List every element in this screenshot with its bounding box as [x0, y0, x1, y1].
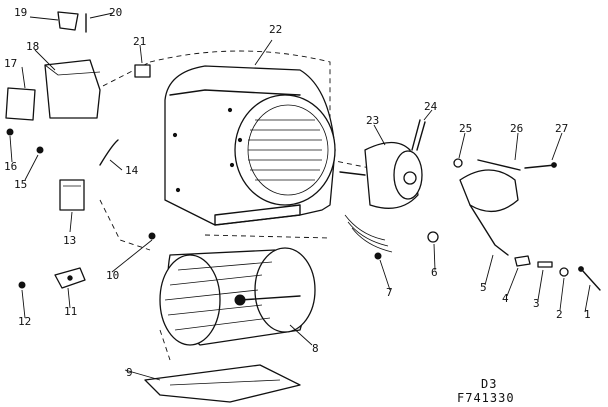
- part-label-4: 4: [502, 292, 509, 305]
- assembly-outline: [94, 50, 406, 361]
- part-label-14: 14: [125, 164, 139, 177]
- part-nut-4: [514, 255, 531, 267]
- part-screw-1: [581, 269, 601, 291]
- part-screw-27: [524, 164, 556, 169]
- part-screw-7: [374, 252, 382, 260]
- wheel-blades: [164, 261, 273, 331]
- part-screw-15: [36, 146, 44, 154]
- part-washer-2: [559, 267, 569, 277]
- part-label-18: 18: [26, 40, 39, 53]
- part-nut-6: [427, 231, 439, 243]
- part-label-13: 13: [63, 234, 76, 247]
- part-nut-25: [453, 158, 463, 168]
- part-spacer-3: [537, 261, 553, 268]
- part-label-11: 11: [64, 305, 77, 318]
- blower-housing: [164, 65, 336, 226]
- hardware-parts: [5, 11, 601, 291]
- part-capacitor-13: [59, 179, 85, 211]
- motor-wiring: [411, 119, 426, 151]
- part-label-21: 21: [133, 35, 146, 48]
- part-label-2: 2: [556, 308, 563, 321]
- part-label-6: 6: [431, 266, 438, 279]
- part-label-26: 26: [510, 122, 523, 135]
- part-label-8: 8: [312, 342, 319, 355]
- blower-wheel: [159, 247, 316, 346]
- blower-motor: [339, 141, 423, 253]
- motor-mount: [459, 159, 521, 256]
- part-screw-12: [18, 281, 26, 289]
- part-label-25: 25: [459, 122, 472, 135]
- part-bushing-21: [134, 64, 151, 78]
- part-cover-17: [5, 87, 36, 121]
- part-clip-14: [99, 139, 119, 166]
- section-label: D3: [481, 377, 498, 391]
- part-label-16: 16: [4, 160, 17, 173]
- part-label-23: 23: [366, 114, 379, 127]
- part-number-labels: 1 2 3 4 5 6 7 8 9 10 11 12 13 14 15 16 1…: [4, 6, 591, 379]
- part-label-1: 1: [584, 308, 591, 321]
- part-label-3: 3: [533, 297, 540, 310]
- part-label-20: 20: [109, 6, 122, 19]
- part-label-22: 22: [269, 23, 282, 36]
- part-label-10: 10: [106, 269, 119, 282]
- leader-lines: [9, 12, 591, 381]
- drawing-number: F741330: [457, 391, 515, 405]
- part-control-box-18: [44, 59, 101, 119]
- part-label-5: 5: [480, 281, 487, 294]
- part-screw-10: [148, 232, 156, 240]
- part-label-27: 27: [555, 122, 568, 135]
- part-connector-19: [57, 11, 79, 31]
- part-label-7: 7: [386, 286, 393, 299]
- part-label-15: 15: [14, 178, 27, 191]
- part-label-19: 19: [14, 6, 27, 19]
- part-screw-16: [6, 128, 14, 136]
- part-label-9: 9: [126, 366, 133, 379]
- part-label-12: 12: [18, 315, 31, 328]
- part-label-17: 17: [4, 57, 17, 70]
- housing-inlet-grille: [248, 119, 322, 181]
- mounting-plate: [144, 364, 301, 403]
- part-label-24: 24: [424, 100, 438, 113]
